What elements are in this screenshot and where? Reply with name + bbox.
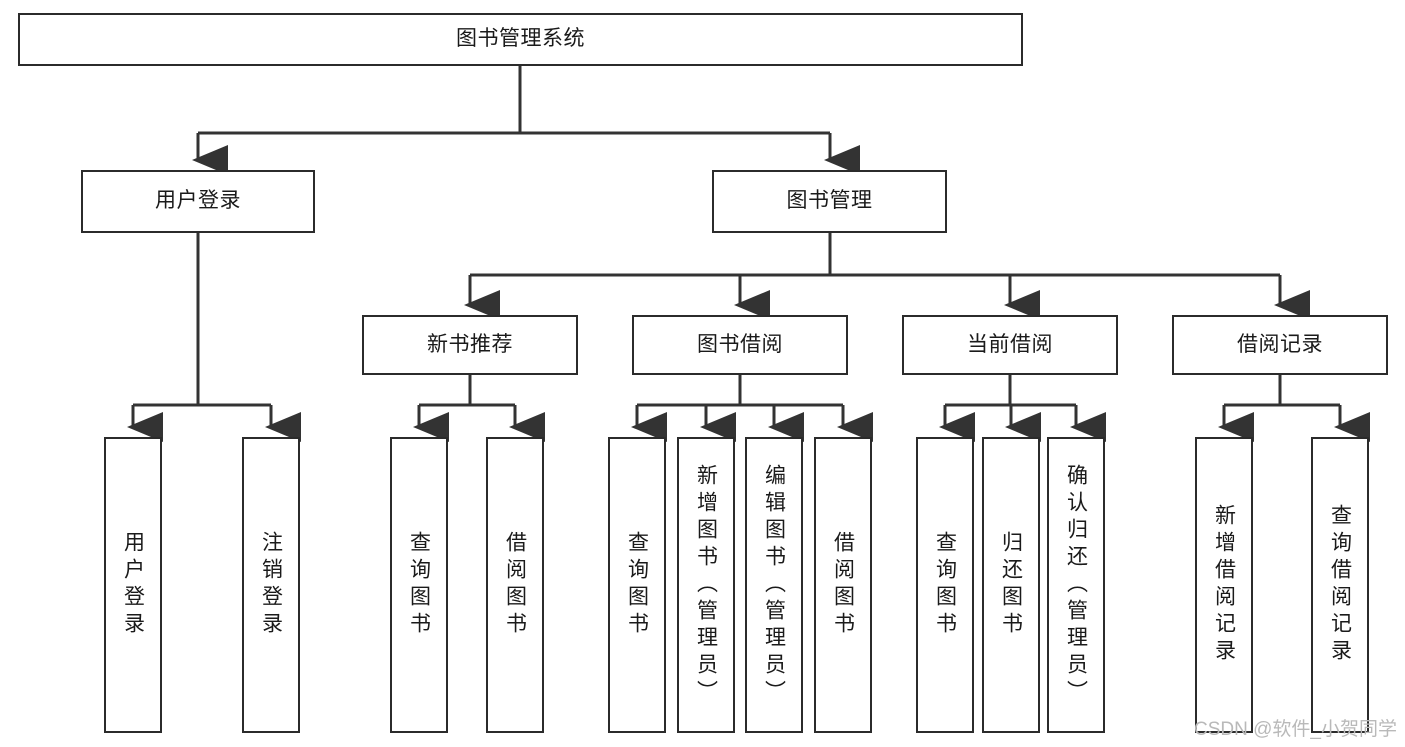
node-new-book-recommend-label: 新书推荐 [427,332,513,356]
node-root-book-management-system[interactable]: 图书管理系统 [18,13,1023,66]
node-leaf-query-book-3[interactable]: 查询图书 [916,437,974,733]
node-leaf-add-book-label: 新增图书（管理员） [694,463,718,707]
node-leaf-borrow-book-1-label: 借阅图书 [503,531,527,639]
node-leaf-edit-book[interactable]: 编辑图书（管理员） [745,437,803,733]
node-leaf-user-login[interactable]: 用户登录 [104,437,162,733]
node-leaf-logout[interactable]: 注销登录 [242,437,300,733]
node-root-label: 图书管理系统 [456,27,585,51]
node-book-management-label: 图书管理 [786,189,873,213]
node-leaf-confirm-return[interactable]: 确认归还（管理员） [1047,437,1105,733]
node-leaf-add-record[interactable]: 新增借阅记录 [1195,437,1253,733]
node-leaf-return-book[interactable]: 归还图书 [982,437,1040,733]
node-book-management[interactable]: 图书管理 [712,170,947,233]
node-leaf-user-login-label: 用户登录 [121,531,145,639]
node-borrow-record[interactable]: 借阅记录 [1172,315,1388,375]
node-book-borrow[interactable]: 图书借阅 [632,315,848,375]
node-book-borrow-label: 图书借阅 [697,332,783,356]
node-leaf-query-record[interactable]: 查询借阅记录 [1311,437,1369,733]
node-leaf-query-record-label: 查询借阅记录 [1328,504,1352,666]
node-user-login[interactable]: 用户登录 [81,170,315,233]
node-new-book-recommend[interactable]: 新书推荐 [362,315,578,375]
node-current-borrow-label: 当前借阅 [967,332,1053,356]
node-leaf-return-book-label: 归还图书 [999,531,1023,639]
node-leaf-borrow-book-1[interactable]: 借阅图书 [486,437,544,733]
node-leaf-query-book-1[interactable]: 查询图书 [390,437,448,733]
node-leaf-query-book-2[interactable]: 查询图书 [608,437,666,733]
node-leaf-edit-book-label: 编辑图书（管理员） [762,463,786,707]
node-leaf-add-record-label: 新增借阅记录 [1212,504,1236,666]
node-leaf-confirm-return-label: 确认归还（管理员） [1064,463,1088,707]
node-user-login-label: 用户登录 [155,189,241,213]
node-leaf-query-book-2-label: 查询图书 [625,531,649,639]
node-borrow-record-label: 借阅记录 [1237,332,1323,356]
node-leaf-borrow-book-2-label: 借阅图书 [831,531,855,639]
node-leaf-query-book-3-label: 查询图书 [933,531,957,639]
node-current-borrow[interactable]: 当前借阅 [902,315,1118,375]
node-leaf-logout-label: 注销登录 [259,531,283,639]
node-leaf-add-book[interactable]: 新增图书（管理员） [677,437,735,733]
node-leaf-query-book-1-label: 查询图书 [407,531,431,639]
node-leaf-borrow-book-2[interactable]: 借阅图书 [814,437,872,733]
